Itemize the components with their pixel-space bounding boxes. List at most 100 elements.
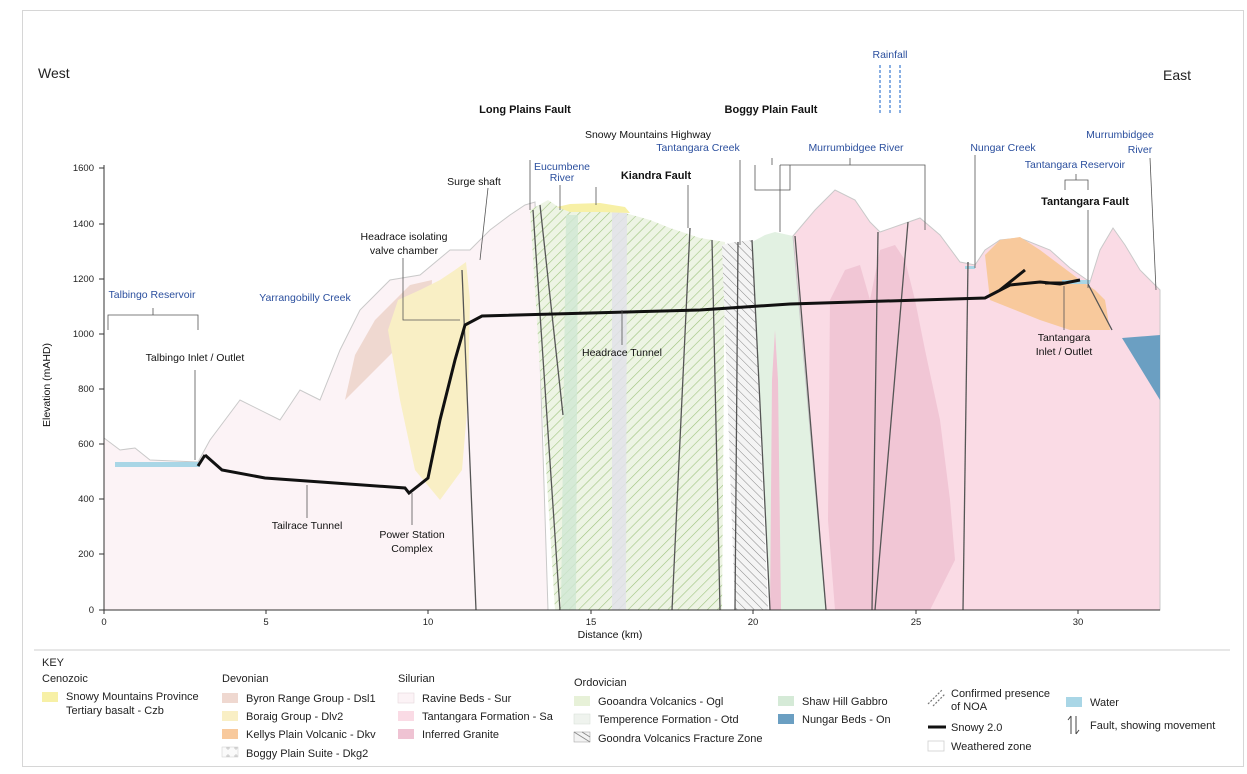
xtick: 25	[911, 617, 922, 628]
kiandra-fault-label: Kiandra Fault	[621, 170, 692, 182]
fracture-label: Goondra Volcanics Fracture Zone	[598, 733, 762, 745]
shaw-hill-gabbro-unit	[752, 232, 826, 610]
ogl-label: Gooandra Volcanics - Ogl	[598, 696, 723, 708]
x-axis-ticks	[103, 610, 1079, 614]
dkg2-swatch	[221, 746, 239, 758]
dsl1-swatch	[222, 693, 238, 703]
talbingo-inlet-label: Talbingo Inlet / Outlet	[146, 352, 245, 364]
surge-shaft-label: Surge shaft	[447, 176, 501, 188]
xtick: 15	[586, 617, 597, 628]
ytick: 600	[78, 439, 94, 450]
long-plains-fault-label: Long Plains Fault	[479, 104, 571, 116]
silurian-heading: Silurian	[398, 673, 435, 685]
talbingo-reservoir-label: Talbingo Reservoir	[109, 289, 196, 301]
eucumbene-river-b-label: River	[550, 172, 575, 184]
eucumbene-river-label: Eucumbene	[534, 161, 590, 173]
gabbro-swatch	[778, 696, 794, 706]
leader-lines	[107, 155, 1157, 525]
west-label: West	[38, 65, 70, 81]
tailrace-start	[196, 454, 207, 467]
sa-swatch	[398, 711, 414, 721]
ytick: 1600	[73, 163, 94, 174]
inferred-granite-unit	[828, 245, 955, 610]
ytick: 800	[78, 384, 94, 395]
headrace-tunnel-label: Headrace Tunnel	[582, 347, 662, 359]
snowy-label: Snowy 2.0	[951, 722, 1002, 734]
dkg2-label: Boggy Plain Suite - Dkg2	[246, 748, 368, 760]
dlv2-label: Boraig Group - Dlv2	[246, 711, 343, 723]
xtick: 0	[101, 617, 106, 628]
cenozoic-heading: Cenozoic	[42, 673, 88, 685]
nungar-label: Nungar Beds - On	[802, 714, 891, 726]
xtick: 30	[1073, 617, 1084, 628]
ytick: 1200	[73, 274, 94, 285]
weathered-label: Weathered zone	[951, 741, 1032, 753]
czb-swatch	[42, 692, 58, 702]
nungar-swatch	[778, 714, 794, 724]
ytick: 1400	[73, 219, 94, 230]
tailrace-tunnel-label: Tailrace Tunnel	[272, 520, 343, 532]
murrumbidgee-river-2-label: Murrumbidgee	[1086, 129, 1154, 141]
water-label: Water	[1090, 697, 1119, 709]
noa-label-2: of NOA	[951, 701, 988, 713]
ravine-beds-unit	[103, 201, 549, 611]
ytick: 400	[78, 494, 94, 505]
sur-label: Ravine Beds - Sur	[422, 693, 512, 705]
dlv2-swatch	[222, 711, 238, 721]
nungar-creek-water	[965, 266, 975, 269]
fault-icon	[1067, 715, 1080, 735]
figure-frame	[22, 10, 1244, 767]
talbingo-water	[115, 462, 200, 467]
tantangara-reservoir-label: Tantangara Reservoir	[1025, 159, 1126, 171]
power-station-complex-label: Complex	[391, 543, 433, 555]
fault-label: Fault, showing movement	[1090, 720, 1215, 732]
x-axis-label: Distance (km)	[578, 629, 643, 641]
key-title: KEY	[42, 657, 65, 669]
power-station-label: Power Station	[379, 529, 445, 541]
tantangara-inlet-label: Tantangara	[1038, 332, 1091, 344]
gooandra-volcanics-unit	[530, 200, 725, 610]
gabbro-label: Shaw Hill Gabbro	[802, 696, 888, 708]
xtick: 5	[263, 617, 268, 628]
dkv-label: Kellys Plain Volcanic - Dkv	[246, 729, 376, 741]
otd-swatch	[573, 713, 591, 725]
ogl-swatch	[574, 696, 590, 706]
murrumbidgee-river-2b-label: River	[1128, 144, 1153, 156]
basalt-cap	[557, 203, 630, 213]
dsl1-label: Byron Range Group - Dsl1	[246, 693, 376, 705]
snowy-2-tunnel	[204, 278, 1081, 496]
highway-label: Snowy Mountains Highway	[585, 129, 712, 141]
devonian-heading: Devonian	[222, 673, 268, 685]
czb-label-1: Snowy Mountains Province	[66, 691, 199, 703]
ordovician-heading: Ordovician	[574, 677, 627, 689]
nungar-beds-unit	[1122, 335, 1160, 400]
otd-label: Temperence Formation - Otd	[598, 714, 739, 726]
y-axis-ticks	[99, 167, 104, 611]
granite-swatch	[398, 729, 414, 739]
boraig-unit	[388, 262, 470, 500]
murrumbidgee-river-label: Murrumbidgee River	[808, 142, 904, 154]
rainfall-arrows	[879, 65, 901, 115]
headrace-isolating-label: Headrace isolating	[361, 231, 448, 243]
y-axis-label: Elevation (mAHD)	[41, 343, 53, 427]
tantangara-fault-label: Tantangara Fault	[1041, 196, 1129, 208]
fault-lines	[461, 204, 1113, 611]
ytick: 0	[89, 605, 94, 616]
axes	[103, 165, 1160, 611]
y-tick-labels: 1600 1400 1200 1000 800 600 400 200 0	[73, 163, 94, 616]
tantangara-shaft	[999, 268, 1065, 292]
nungar-creek-label: Nungar Creek	[970, 142, 1036, 154]
xtick: 20	[748, 617, 759, 628]
east-label: East	[1163, 67, 1191, 83]
water-swatch	[1066, 697, 1082, 707]
xtick: 10	[423, 617, 434, 628]
dkv-swatch	[222, 729, 238, 739]
noa-icon	[927, 689, 946, 707]
ytick: 200	[78, 549, 94, 560]
weathered-swatch	[927, 740, 945, 752]
annotations: Rainfall Long Plains Fault Boggy Plain F…	[109, 49, 1154, 555]
noa-zone	[722, 240, 768, 610]
x-tick-labels: 0 5 10 15 20 25 30	[101, 617, 1083, 628]
valve-chamber-label: valve chamber	[370, 245, 439, 257]
